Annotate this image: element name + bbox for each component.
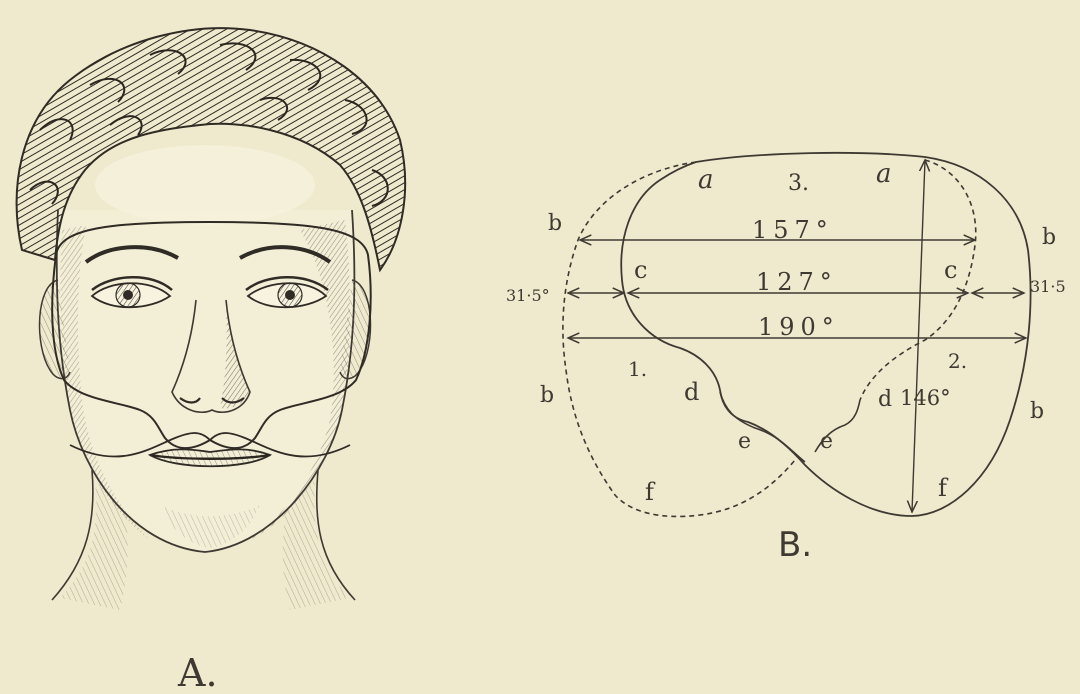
measure-127: 127°: [756, 268, 838, 296]
figure-a-face: A.: [17, 28, 406, 689]
figure-b-label: B.: [778, 525, 812, 565]
arrow-vertical: [912, 160, 925, 512]
point-a-left: a: [698, 165, 714, 195]
point-a-right: a: [876, 159, 892, 189]
region-1: 1.: [628, 357, 647, 381]
point-f-right: f: [938, 474, 949, 502]
region-3: 3.: [788, 171, 809, 196]
point-d-left: d: [684, 378, 699, 406]
point-b-lower-right: b: [1030, 399, 1044, 424]
point-c-right: c: [944, 256, 957, 284]
measure-190: 190°: [758, 313, 840, 341]
measure-side-left: 31·5°: [506, 286, 550, 305]
point-b-upper-right: b: [1042, 225, 1056, 250]
point-c-left: c: [634, 256, 647, 284]
point-b-upper-left: b: [548, 211, 562, 236]
point-e-left: e: [738, 429, 751, 454]
figure-b-diagram: 157° 127° 190° 146° 31·5° 31·5 3. 1. 2. …: [506, 153, 1066, 565]
measure-side-right: 31·5: [1030, 277, 1066, 296]
point-e-right: e: [820, 429, 833, 454]
region-2: 2.: [948, 349, 967, 373]
point-f-left: f: [645, 478, 656, 506]
point-b-lower-left: b: [540, 383, 554, 408]
forehead-highlight: [95, 145, 315, 225]
measure-146: 146°: [900, 386, 951, 410]
figure-a-label: A.: [177, 651, 218, 689]
point-d-right: d: [878, 387, 892, 412]
measure-157: 157°: [752, 216, 834, 244]
